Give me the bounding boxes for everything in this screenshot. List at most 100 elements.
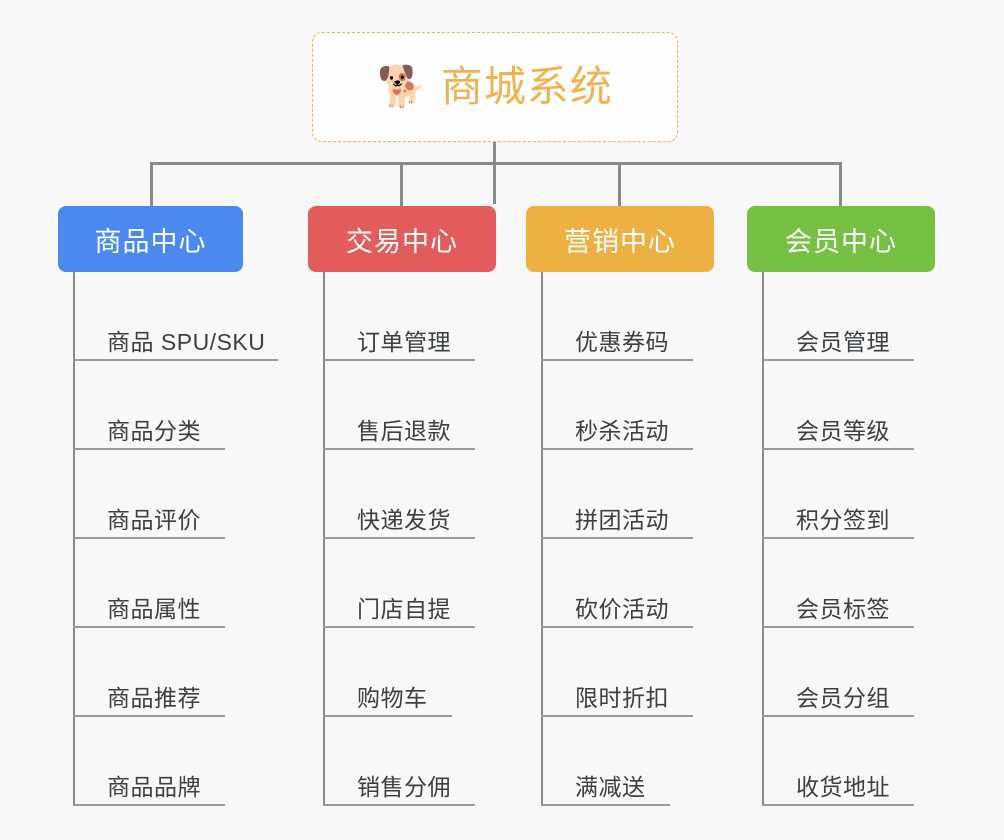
leaf-node-underline	[762, 804, 914, 806]
shiba-dog-face-icon: 🐕	[377, 65, 427, 109]
leaf-node[interactable]: 会员管理	[762, 272, 977, 361]
leaf-node-underline	[541, 804, 670, 806]
connector-drop-4	[839, 162, 842, 206]
leaf-node-underline	[762, 537, 914, 539]
leaf-node[interactable]: 砍价活动	[541, 539, 756, 628]
leaf-node-label: 限时折扣	[575, 684, 669, 711]
leaf-node[interactable]: 商品 SPU/SKU	[73, 272, 288, 361]
root-node[interactable]: 🐕 商城系统	[312, 32, 678, 142]
leaf-node-label: 商品推荐	[107, 684, 201, 711]
leaf-node-underline	[541, 537, 693, 539]
leaf-node-label: 会员管理	[796, 328, 890, 355]
leaf-node-label: 订单管理	[357, 328, 451, 355]
leaf-node[interactable]: 商品分类	[73, 361, 288, 450]
category-node-label: 营销中心	[564, 226, 676, 257]
leaf-node[interactable]: 商品推荐	[73, 628, 288, 717]
connector-trunk-2	[323, 272, 325, 806]
leaf-node-label: 售后退款	[357, 417, 451, 444]
leaf-node-label: 商品属性	[107, 595, 201, 622]
leaf-node-underline	[73, 804, 225, 806]
leaf-node-label: 商品评价	[107, 506, 201, 533]
leaf-node-label: 优惠券码	[575, 328, 669, 355]
leaf-node-underline	[323, 448, 475, 450]
leaf-list-2: 订单管理售后退款快递发货门店自提购物车销售分佣	[323, 272, 538, 806]
category-node-2[interactable]: 交易中心	[308, 206, 496, 272]
leaf-node[interactable]: 收货地址	[762, 717, 977, 806]
branch-column-4: 会员中心会员管理会员等级积分签到会员标签会员分组收货地址	[747, 206, 977, 806]
leaf-node-label: 砍价活动	[575, 595, 669, 622]
leaf-node[interactable]: 优惠券码	[541, 272, 756, 361]
leaf-node-underline	[323, 715, 452, 717]
connector-root-stem	[493, 142, 496, 204]
connector-drop-3	[618, 162, 621, 206]
branch-column-3: 营销中心优惠券码秒杀活动拼团活动砍价活动限时折扣满减送	[526, 206, 756, 806]
leaf-node[interactable]: 会员等级	[762, 361, 977, 450]
leaf-node-label: 积分签到	[796, 506, 890, 533]
leaf-node[interactable]: 门店自提	[323, 539, 538, 628]
leaf-node-underline	[323, 359, 475, 361]
leaf-node-label: 商品分类	[107, 417, 201, 444]
leaf-node[interactable]: 拼团活动	[541, 450, 756, 539]
leaf-node[interactable]: 快递发货	[323, 450, 538, 539]
leaf-node-underline	[73, 537, 225, 539]
leaf-node-underline	[541, 359, 693, 361]
leaf-node-underline	[762, 359, 914, 361]
leaf-node[interactable]: 购物车	[323, 628, 538, 717]
leaf-node-underline	[73, 448, 225, 450]
leaf-node-label: 购物车	[357, 684, 428, 711]
branch-column-2: 交易中心订单管理售后退款快递发货门店自提购物车销售分佣	[308, 206, 538, 806]
leaf-node[interactable]: 商品品牌	[73, 717, 288, 806]
leaf-node-underline	[541, 626, 693, 628]
leaf-node-label: 销售分佣	[357, 773, 451, 800]
leaf-node-label: 门店自提	[357, 595, 451, 622]
leaf-node[interactable]: 销售分佣	[323, 717, 538, 806]
category-node-label: 商品中心	[94, 226, 207, 257]
connector-trunk-3	[541, 272, 543, 806]
leaf-node[interactable]: 限时折扣	[541, 628, 756, 717]
category-node-label: 会员中心	[785, 226, 897, 257]
branch-column-1: 商品中心商品 SPU/SKU 商品分类商品评价商品属性商品推荐商品品牌	[58, 206, 288, 806]
category-node-3[interactable]: 营销中心	[526, 206, 714, 272]
leaf-node-underline	[762, 715, 914, 717]
leaf-node-underline	[73, 359, 278, 361]
leaf-list-3: 优惠券码秒杀活动拼团活动砍价活动限时折扣满减送	[541, 272, 756, 806]
leaf-node-underline	[323, 537, 475, 539]
leaf-node[interactable]: 商品评价	[73, 450, 288, 539]
leaf-node[interactable]: 售后退款	[323, 361, 538, 450]
leaf-node-label: 商品品牌	[107, 773, 201, 800]
leaf-node[interactable]: 会员分组	[762, 628, 977, 717]
leaf-node-underline	[541, 715, 693, 717]
connector-drop-2	[400, 162, 403, 206]
leaf-node-label: 快递发货	[357, 506, 451, 533]
leaf-list-4: 会员管理会员等级积分签到会员标签会员分组收货地址	[762, 272, 977, 806]
category-node-1[interactable]: 商品中心	[58, 206, 243, 272]
connector-trunk-4	[762, 272, 764, 806]
root-node-label: 商城系统	[440, 63, 613, 110]
leaf-node-underline	[73, 715, 225, 717]
leaf-node-label: 会员分组	[796, 684, 890, 711]
leaf-node-underline	[762, 626, 914, 628]
category-node-label: 交易中心	[346, 226, 458, 257]
connector-trunk-1	[73, 272, 75, 806]
leaf-node-underline	[541, 448, 693, 450]
leaf-node-label: 商品 SPU/SKU	[107, 328, 266, 355]
leaf-node-label: 会员等级	[796, 417, 890, 444]
leaf-node[interactable]: 订单管理	[323, 272, 538, 361]
leaf-node[interactable]: 秒杀活动	[541, 361, 756, 450]
leaf-node[interactable]: 商品属性	[73, 539, 288, 628]
leaf-node[interactable]: 会员标签	[762, 539, 977, 628]
leaf-list-1: 商品 SPU/SKU 商品分类商品评价商品属性商品推荐商品品牌	[73, 272, 288, 806]
leaf-node-label: 秒杀活动	[575, 417, 669, 444]
connector-horizontal-bus	[150, 162, 842, 165]
leaf-node-underline	[762, 448, 914, 450]
leaf-node-label: 会员标签	[796, 595, 890, 622]
leaf-node-label: 拼团活动	[575, 506, 669, 533]
leaf-node-label: 收货地址	[796, 773, 890, 800]
leaf-node[interactable]: 满减送	[541, 717, 756, 806]
leaf-node-underline	[323, 626, 475, 628]
leaf-node-underline	[323, 804, 475, 806]
leaf-node-underline	[73, 626, 225, 628]
category-node-4[interactable]: 会员中心	[747, 206, 935, 272]
leaf-node[interactable]: 积分签到	[762, 450, 977, 539]
